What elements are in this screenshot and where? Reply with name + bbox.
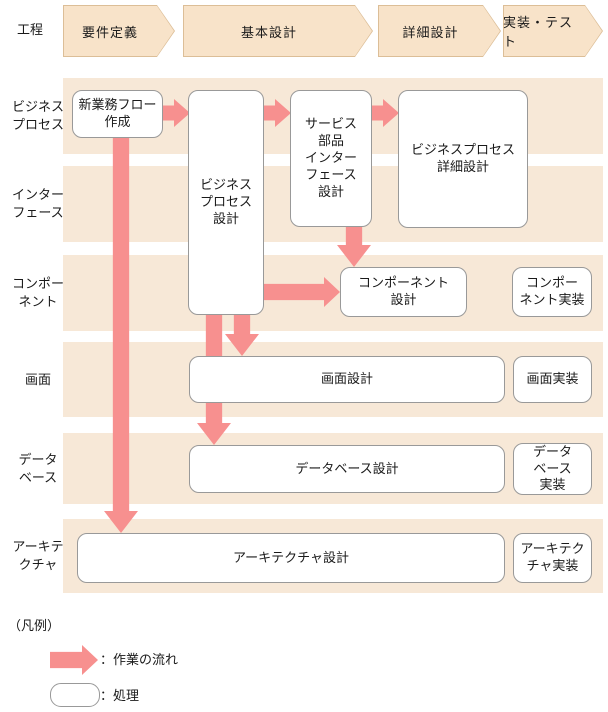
stage-requirements: 要件定義: [63, 5, 175, 57]
legend-flow-label: ：作業の流れ: [100, 652, 179, 667]
box-component-implementation: コンポー ネント実装: [512, 267, 592, 317]
legend-process-box-icon: [50, 683, 100, 707]
stage-arrow-shape: [504, 6, 602, 56]
stage-implementation-test: 実装・テスト: [503, 5, 603, 57]
box-architecture-implementation: アーキテク チャ実装: [513, 533, 592, 583]
box-database-design: データベース設計: [189, 445, 505, 493]
box-business-process-design: ビジネス プロセス 設計: [188, 90, 264, 315]
box-service-parts-interface-design: サービス 部品 インター フェース 設計: [290, 90, 372, 227]
box-label: サービス 部品 インター フェース 設計: [304, 116, 357, 199]
box-label: 新業務フロー 作成: [78, 97, 157, 129]
stage-arrow-shape: [184, 6, 372, 56]
box-label: アーキテク チャ実装: [520, 541, 585, 573]
stage-label: 実装・テスト: [503, 15, 574, 49]
header-label: 工程: [16, 22, 43, 37]
box-label: アーキテクチャ設計: [232, 549, 350, 565]
row-label-architecture: アーキテ クチャ: [12, 539, 64, 573]
legend-title: （凡例）: [8, 618, 61, 633]
row-label-screen: 画面: [24, 372, 51, 387]
row-label-business-process: ビジネス プロセス: [11, 99, 64, 133]
box-label: 画面設計: [320, 371, 373, 387]
row-label-component: コンポー ネント: [11, 276, 64, 310]
box-label: ビジネス プロセス 設計: [199, 177, 252, 226]
box-label: コンポー ネント実装: [519, 275, 585, 307]
box-label: データ ベース 実装: [532, 443, 572, 493]
box-screen-implementation: 画面実装: [513, 356, 592, 403]
box-label: コンポーネント 設計: [357, 275, 449, 307]
stage-label: 基本設計: [240, 24, 297, 40]
box-label: ビジネスプロセス 詳細設計: [410, 142, 515, 174]
box-component-design: コンポーネント 設計: [340, 267, 467, 317]
legend-process-label: ：処理: [100, 688, 140, 703]
box-database-implementation: データ ベース 実装: [513, 443, 592, 495]
box-business-process-detail-design: ビジネスプロセス 詳細設計: [398, 90, 528, 228]
box-architecture-design: アーキテクチャ設計: [77, 533, 505, 583]
stage-arrow-shape: [379, 6, 500, 56]
box-label: 画面実装: [526, 371, 579, 387]
box-label: データベース設計: [295, 460, 399, 476]
stage-label: 詳細設計: [402, 24, 459, 40]
stage-arrow-shape: [64, 6, 174, 56]
row-label-interface: インター フェース: [11, 187, 64, 221]
stage-detail-design: 詳細設計: [378, 5, 501, 57]
box-new-business-flow: 新業務フロー 作成: [72, 90, 163, 138]
stage-basic-design: 基本設計: [183, 5, 373, 57]
box-screen-design: 画面設計: [189, 356, 505, 403]
stage-label: 要件定義: [81, 24, 138, 40]
row-label-database: データ ベース: [18, 452, 58, 486]
legend-flow-arrow-icon: [50, 645, 98, 675]
